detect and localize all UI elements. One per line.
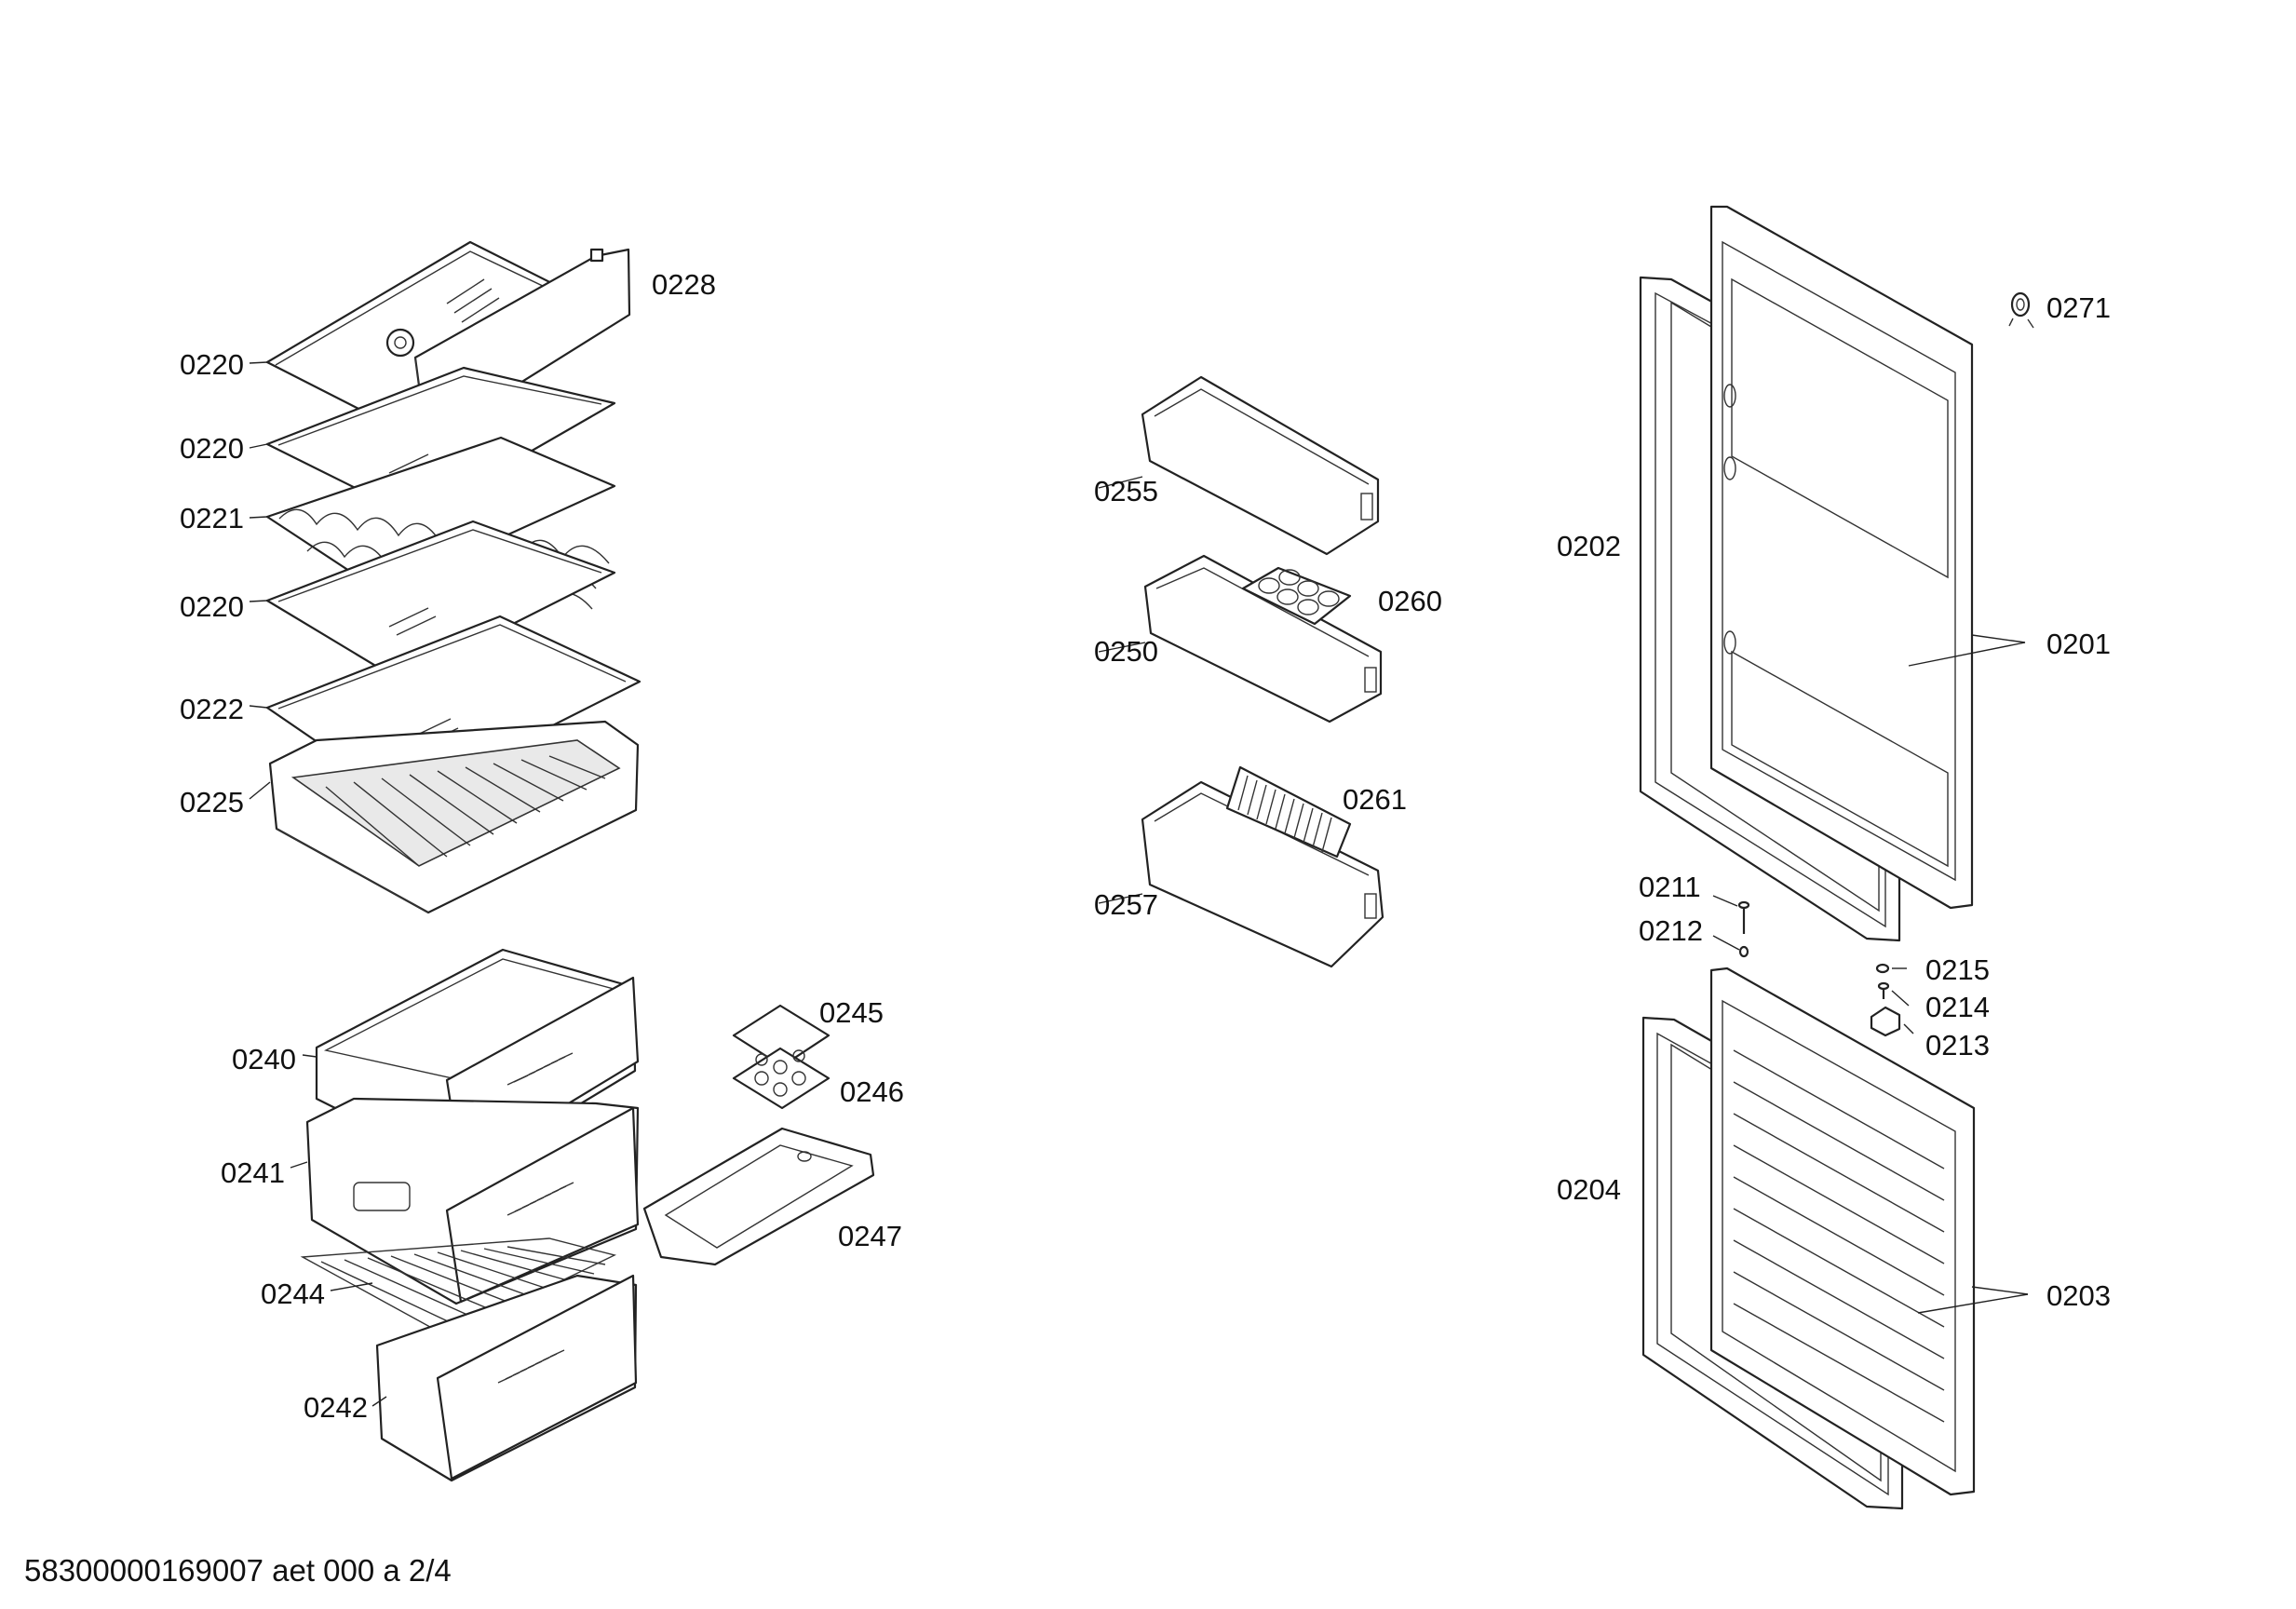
label-0244: 0244 <box>261 1278 325 1310</box>
bottle-shelf <box>1141 765 1384 968</box>
label-0202: 0202 <box>1557 530 1621 562</box>
label-0260: 0260 <box>1378 585 1442 617</box>
cap-part <box>1875 963 1890 974</box>
hinge-cover <box>1870 1006 1901 1037</box>
label-0257: 0257 <box>1094 888 1158 921</box>
label-0250: 0250 <box>1094 635 1158 668</box>
label-0203: 0203 <box>2046 1279 2111 1312</box>
ice-tray-large <box>642 1127 875 1266</box>
label-0214: 0214 <box>1925 991 1990 1023</box>
label-0228: 0228 <box>652 268 716 301</box>
label-0221: 0221 <box>180 502 244 534</box>
leader-lines <box>249 361 2029 1407</box>
label-0222: 0222 <box>180 693 244 725</box>
label-0213: 0213 <box>1925 1029 1990 1061</box>
hinge-screw <box>1737 900 1750 934</box>
label-0201: 0201 <box>2046 628 2111 660</box>
fridge-door-inner <box>1709 205 1974 910</box>
label-0220-second: 0220 <box>180 432 244 465</box>
freezer-door-inner <box>1709 967 1976 1496</box>
door-shelf-top <box>1141 375 1380 556</box>
label-0246: 0246 <box>840 1075 904 1108</box>
label-0204: 0204 <box>1557 1173 1621 1206</box>
door-switch <box>2008 291 2034 329</box>
bottle-retainer <box>1225 765 1352 859</box>
freezer-drawer-bottom <box>375 1274 638 1482</box>
label-0242: 0242 <box>304 1391 368 1424</box>
freezer-drawer-middle <box>305 1097 640 1305</box>
small-screw <box>1877 981 1890 999</box>
egg-tray <box>1241 566 1352 626</box>
document-footer-code: 58300000169007 aet 000 a 2/4 <box>24 1553 452 1588</box>
label-0255: 0255 <box>1094 475 1158 507</box>
crisper-drawer <box>268 720 640 914</box>
wire-grid <box>300 1237 617 1337</box>
label-0247: 0247 <box>838 1220 902 1252</box>
label-0215: 0215 <box>1925 953 1990 986</box>
label-0225: 0225 <box>180 786 244 818</box>
ice-cube-tray <box>732 1047 831 1110</box>
label-0240: 0240 <box>232 1043 296 1075</box>
label-0212: 0212 <box>1639 914 1703 947</box>
glass-shelf <box>265 520 616 683</box>
label-0211: 0211 <box>1639 871 1701 903</box>
label-0271: 0271 <box>2046 291 2111 324</box>
label-0241: 0241 <box>221 1156 285 1189</box>
label-0261: 0261 <box>1343 783 1407 816</box>
label-0220-top: 0220 <box>180 348 244 381</box>
label-0245: 0245 <box>819 996 884 1029</box>
hinge-washer <box>1738 945 1749 958</box>
label-0220-third: 0220 <box>180 590 244 623</box>
door-shelf-with-egg-tray <box>1143 554 1383 723</box>
